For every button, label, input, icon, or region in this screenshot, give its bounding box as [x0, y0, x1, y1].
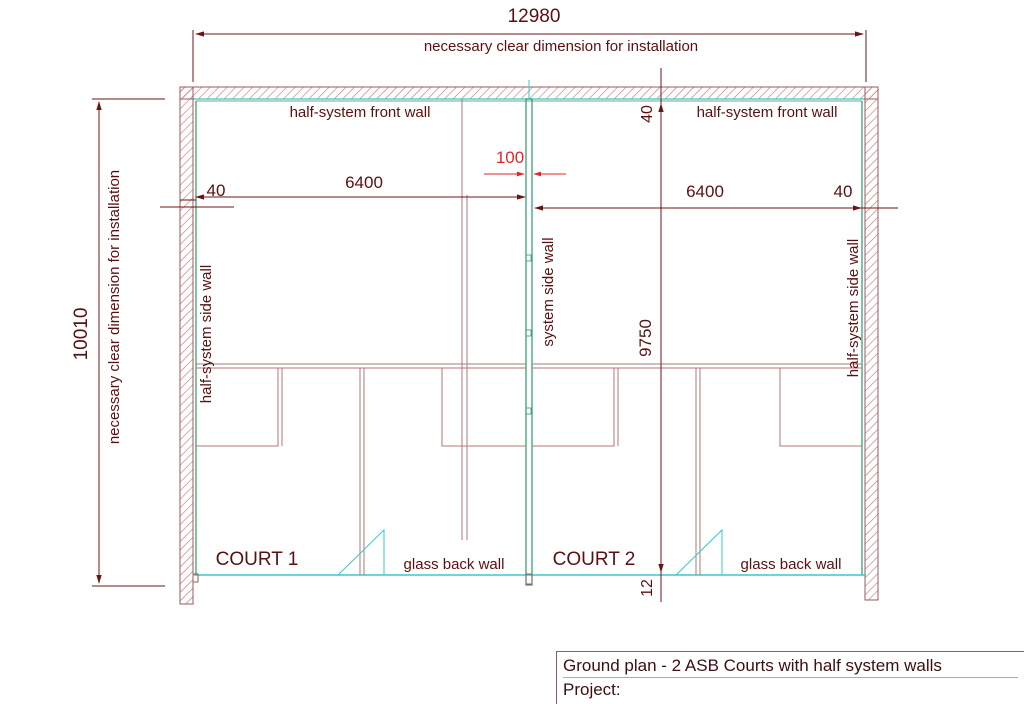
gap-right-value: 40	[834, 182, 853, 201]
overall-width-dimension	[192, 30, 867, 82]
overall-width-note: necessary clear dimension for installati…	[424, 38, 698, 55]
overall-width-value: 12980	[508, 6, 561, 27]
overall-depth-value: 10010	[71, 308, 92, 361]
back-wall-left-label: glass back wall	[404, 556, 505, 573]
court2-width-value: 6400	[686, 182, 724, 201]
front-wall-right-label: half-system front wall	[697, 104, 838, 121]
side-wall-right-label: half-system side wall	[845, 239, 862, 377]
system-side-wall-label: system side wall	[540, 237, 557, 346]
gap-left-value: 40	[207, 181, 226, 200]
system-side-wall	[525, 80, 533, 586]
system-wall-thickness-value: 100	[496, 148, 524, 167]
drawing-title: Ground plan - 2 ASB Courts with half sys…	[563, 656, 942, 675]
front-gap-value: 40	[639, 105, 656, 123]
base-posts	[192, 573, 533, 585]
project-label: Project:	[563, 677, 1018, 701]
front-wall-left-label: half-system front wall	[290, 104, 431, 121]
court1-width-dimension	[160, 194, 526, 208]
court-length-value: 9750	[636, 319, 655, 357]
overall-depth-dimension	[92, 98, 165, 587]
overall-depth-note: necessary clear dimension for installati…	[106, 170, 123, 444]
hatched-enclosure	[179, 86, 879, 605]
back-wall-right-label: glass back wall	[741, 556, 842, 573]
court1-width-value: 6400	[345, 173, 383, 192]
court2-markings	[532, 363, 862, 575]
court-outline	[194, 98, 866, 576]
court2-label: COURT 2	[553, 549, 636, 570]
title-block: Ground plan - 2 ASB Courts with half sys…	[556, 651, 1024, 704]
court1-markings	[196, 99, 526, 575]
court1-label: COURT 1	[216, 549, 299, 570]
glass-doors	[337, 528, 723, 576]
side-wall-left-label: half-system side wall	[198, 265, 215, 403]
back-gap-value: 12	[639, 579, 656, 597]
